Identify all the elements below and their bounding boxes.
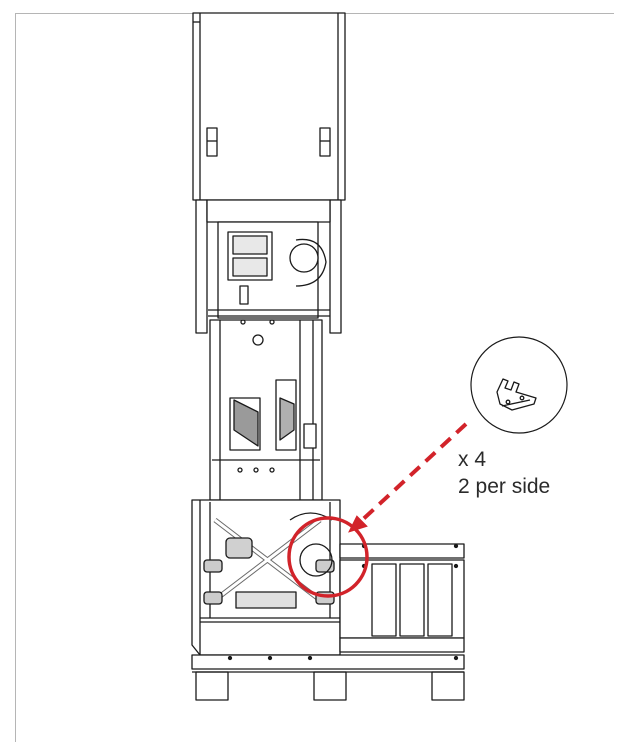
bracket-detail-icon (470, 336, 568, 434)
dashed-arrow-icon (348, 422, 468, 533)
upper-column (192, 12, 346, 201)
highlight-circle-icon (287, 516, 369, 598)
base-crate (191, 499, 341, 656)
mid-housing (195, 199, 342, 334)
per-side-label: 2 per side (458, 475, 551, 498)
callout-text: x 4 2 per side (458, 446, 550, 500)
pallet (191, 543, 465, 701)
main-frame (209, 319, 323, 501)
quantity-label: x 4 (458, 448, 487, 471)
